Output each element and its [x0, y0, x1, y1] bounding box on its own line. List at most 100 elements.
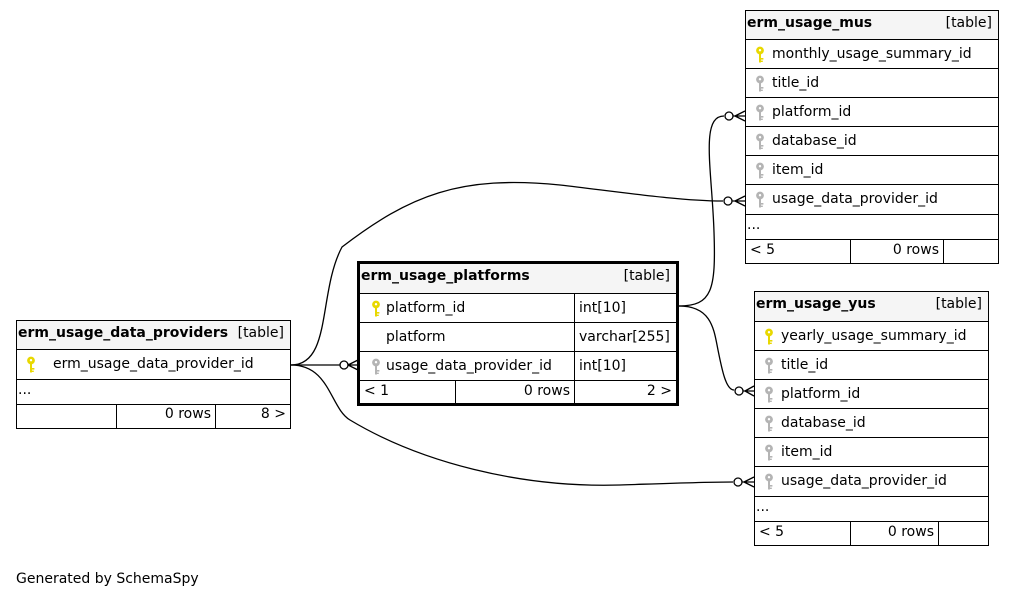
column-row[interactable]: monthly_usage_summary_id	[746, 40, 998, 69]
column-row[interactable]: platform_id	[755, 380, 988, 409]
rows-text: 0 rows	[523, 383, 570, 399]
column-type: int[10]	[579, 358, 626, 374]
column-row[interactable]: platform_id	[746, 98, 998, 127]
table-header: erm_usage_yus [table]	[755, 292, 988, 322]
more-columns-ellipsis: ...	[17, 380, 290, 405]
parents-text: < 5	[750, 242, 776, 258]
row-count: 0 rows	[117, 404, 216, 428]
column-name: platform_id	[772, 104, 852, 120]
foreign-key-icon	[763, 473, 775, 491]
foreign-key-icon	[763, 357, 775, 375]
table-footer: < 5 0 rows	[755, 522, 988, 545]
column-row[interactable]: usage_data_provider_id int[10]	[360, 352, 676, 381]
column-row[interactable]: yearly_usage_summary_id	[755, 322, 988, 351]
column-row[interactable]: database_id	[755, 409, 988, 438]
table-erm-usage-data-providers[interactable]: erm_usage_data_providers [table] erm_usa…	[16, 320, 291, 429]
more-columns-ellipsis: ...	[755, 497, 988, 522]
parents-text: < 1	[364, 383, 390, 399]
column-row[interactable]: usage_data_provider_id	[755, 467, 988, 497]
column-row[interactable]: item_id	[755, 438, 988, 467]
column-row[interactable]: title_id	[746, 69, 998, 98]
table-name: erm_usage_yus	[756, 296, 876, 312]
column-row[interactable]: platform varchar[255]	[360, 323, 676, 352]
column-type: varchar[255]	[579, 329, 670, 345]
column-name: database_id	[772, 133, 857, 149]
parents-count	[17, 404, 117, 428]
parents-count[interactable]: < 5	[755, 522, 851, 545]
ellipsis-text: ...	[747, 217, 761, 233]
foreign-key-icon	[754, 75, 766, 93]
foreign-key-icon	[763, 415, 775, 433]
column-name: usage_data_provider_id	[386, 358, 552, 374]
column-name: erm_usage_data_provider_id	[53, 356, 254, 372]
column-row[interactable]: usage_data_provider_id	[746, 185, 998, 215]
column-name: usage_data_provider_id	[772, 191, 938, 207]
foreign-key-icon	[754, 133, 766, 151]
more-columns-ellipsis: ...	[746, 215, 998, 240]
column-name: platform_id	[386, 300, 466, 316]
column-row[interactable]: erm_usage_data_provider_id	[17, 350, 290, 380]
column-name: item_id	[781, 444, 833, 460]
ellipsis-text: ...	[756, 499, 770, 515]
row-count: 0 rows	[851, 240, 944, 263]
table-name: erm_usage_data_providers	[18, 325, 229, 341]
primary-key-icon	[25, 356, 37, 374]
table-name: erm_usage_mus	[747, 15, 873, 31]
parents-count[interactable]: < 5	[746, 240, 851, 263]
generated-by-footer: Generated by SchemaSpy	[16, 571, 199, 587]
column-divider	[574, 294, 575, 322]
primary-key-icon	[370, 300, 382, 318]
column-name: item_id	[772, 162, 824, 178]
column-name: database_id	[781, 415, 866, 431]
column-divider	[574, 323, 575, 351]
foreign-key-icon	[754, 191, 766, 209]
primary-key-icon	[754, 46, 766, 64]
children-count[interactable]: 8 >	[216, 404, 290, 428]
column-name: yearly_usage_summary_id	[781, 328, 967, 344]
column-name: title_id	[781, 357, 829, 373]
table-erm-usage-mus[interactable]: erm_usage_mus [table] monthly_usage_summ…	[745, 10, 999, 264]
foreign-key-icon	[763, 444, 775, 462]
row-count: 0 rows	[456, 381, 575, 403]
row-count: 0 rows	[851, 522, 939, 545]
column-row[interactable]: title_id	[755, 351, 988, 380]
children-count	[939, 522, 988, 545]
foreign-key-icon	[754, 162, 766, 180]
table-footer: < 5 0 rows	[746, 240, 998, 263]
column-row[interactable]: item_id	[746, 156, 998, 185]
column-row[interactable]: database_id	[746, 127, 998, 156]
children-count[interactable]: 2 >	[575, 381, 676, 403]
foreign-key-icon	[763, 386, 775, 404]
table-erm-usage-platforms[interactable]: erm_usage_platforms [table] platform_id …	[357, 261, 679, 406]
column-name: title_id	[772, 75, 820, 91]
table-type: [table]	[935, 296, 982, 312]
rows-text: 0 rows	[887, 524, 934, 540]
relationship-platforms-mus	[678, 110, 746, 307]
column-type: int[10]	[579, 300, 626, 316]
table-type: [table]	[945, 15, 992, 31]
children-text: 2 >	[646, 383, 672, 399]
column-divider	[574, 352, 575, 380]
column-name: platform_id	[781, 386, 861, 402]
table-erm-usage-yus[interactable]: erm_usage_yus [table] yearly_usage_summa…	[754, 291, 989, 546]
column-name: usage_data_provider_id	[781, 473, 947, 489]
table-name: erm_usage_platforms	[361, 268, 530, 284]
table-header: erm_usage_mus [table]	[746, 11, 998, 40]
children-text: 8 >	[260, 406, 286, 422]
table-header: erm_usage_platforms [table]	[360, 264, 676, 294]
table-footer: < 1 0 rows 2 >	[360, 381, 676, 403]
table-footer: 0 rows 8 >	[17, 404, 290, 428]
foreign-key-icon	[370, 358, 382, 376]
table-header: erm_usage_data_providers [table]	[17, 321, 290, 350]
relationship-platforms-yus	[678, 305, 755, 397]
rows-text: 0 rows	[892, 242, 939, 258]
rows-text: 0 rows	[164, 406, 211, 422]
column-row[interactable]: platform_id int[10]	[360, 294, 676, 323]
parents-text: < 5	[759, 524, 785, 540]
column-name: monthly_usage_summary_id	[772, 46, 972, 62]
relationship-providers-platforms	[291, 359, 359, 371]
primary-key-icon	[763, 328, 775, 346]
table-type: [table]	[623, 268, 670, 284]
children-count	[944, 240, 998, 263]
parents-count[interactable]: < 1	[360, 381, 456, 403]
